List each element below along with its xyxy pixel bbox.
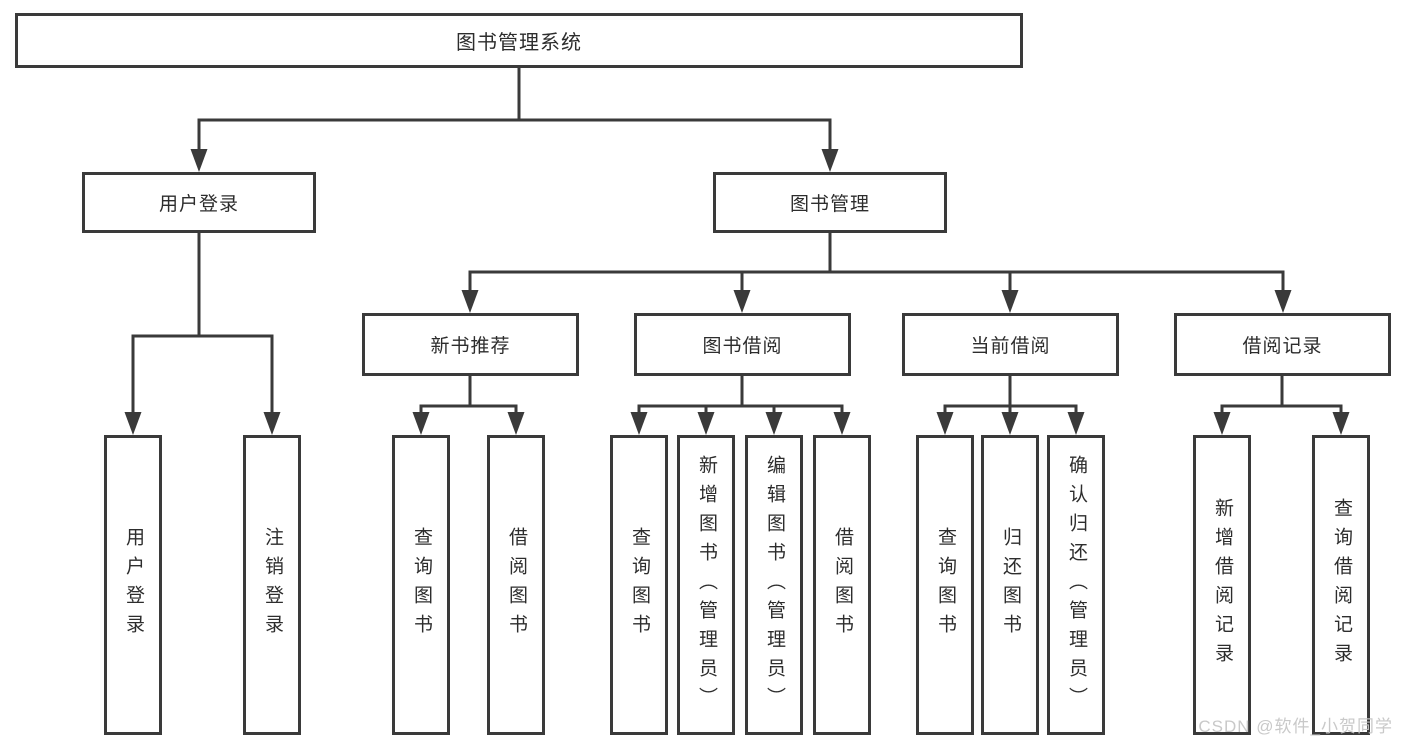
leaf-user-login: 用户登录 bbox=[104, 435, 162, 735]
arrowhead-icon bbox=[765, 412, 783, 435]
arrowhead-icon bbox=[1001, 412, 1019, 435]
csdn-watermark: CSDN @软件_小贺同学 bbox=[1198, 717, 1393, 736]
arrowhead-icon bbox=[1067, 412, 1085, 435]
arrowhead-icon bbox=[833, 412, 851, 435]
leaf-current-return-books: 归还图书 bbox=[981, 435, 1039, 735]
node-current-borrowing: 当前借阅 bbox=[902, 313, 1119, 376]
arrowhead-icon bbox=[630, 412, 648, 435]
arrowhead-icon bbox=[733, 290, 751, 313]
leaf-borrow-query-books: 查询图书 bbox=[610, 435, 668, 735]
node-borrowing-records: 借阅记录 bbox=[1174, 313, 1391, 376]
node-library-system: 图书管理系统 bbox=[15, 13, 1023, 68]
arrowhead-icon bbox=[697, 412, 715, 435]
arrowhead-icon bbox=[1213, 412, 1231, 435]
arrowhead-icon bbox=[1332, 412, 1350, 435]
arrowhead-icon bbox=[821, 149, 839, 172]
leaf-newbook-borrow-books: 借阅图书 bbox=[487, 435, 545, 735]
node-book-management: 图书管理 bbox=[713, 172, 947, 233]
arrowhead-icon bbox=[507, 412, 525, 435]
arrowhead-icon bbox=[936, 412, 954, 435]
arrowhead-icon bbox=[190, 149, 208, 172]
connector-elbow-lines bbox=[131, 68, 1343, 414]
leaf-borrow-borrow-books: 借阅图书 bbox=[813, 435, 871, 735]
leaf-current-confirm-return-admin: 确认归还（管理员） bbox=[1047, 435, 1105, 735]
leaf-borrow-add-books-admin: 新增图书（管理员） bbox=[677, 435, 735, 735]
arrowhead-icon bbox=[412, 412, 430, 435]
node-new-book-recommend: 新书推荐 bbox=[362, 313, 579, 376]
leaf-borrow-edit-books-admin: 编辑图书（管理员） bbox=[745, 435, 803, 735]
arrowhead-icon bbox=[1001, 290, 1019, 313]
leaf-records-add-borrow-record: 新增借阅记录 bbox=[1193, 435, 1251, 735]
node-book-borrowing: 图书借阅 bbox=[634, 313, 851, 376]
arrowhead-icon bbox=[1274, 290, 1292, 313]
arrowhead-icon bbox=[124, 412, 142, 435]
arrowhead-icon bbox=[263, 412, 281, 435]
arrowhead-icon bbox=[461, 290, 479, 313]
arrowheads bbox=[124, 149, 1350, 435]
leaf-records-query-borrow-record: 查询借阅记录 bbox=[1312, 435, 1370, 735]
node-user-login: 用户登录 bbox=[82, 172, 316, 233]
leaf-current-query-books: 查询图书 bbox=[916, 435, 974, 735]
leaf-newbook-query-books: 查询图书 bbox=[392, 435, 450, 735]
leaf-logout: 注销登录 bbox=[243, 435, 301, 735]
